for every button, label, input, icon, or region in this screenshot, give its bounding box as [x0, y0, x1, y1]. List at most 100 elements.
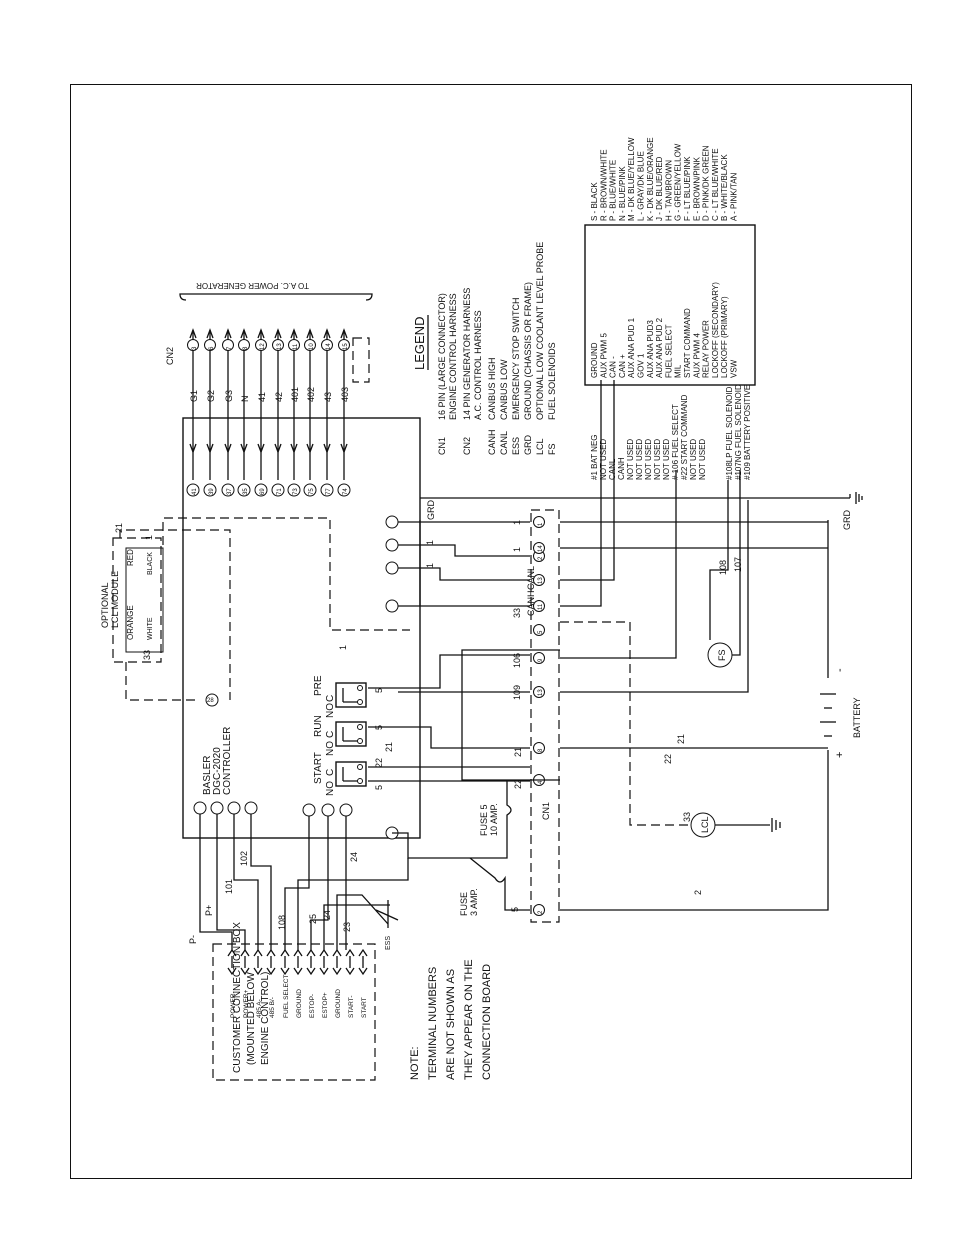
cn1-pin — [533, 652, 545, 664]
legend-code: GRD — [523, 435, 533, 456]
note-title: NOTE: — [409, 1046, 421, 1080]
legend-desc: ENGINE CONTROL HARNESS — [448, 293, 458, 420]
note: NOTE: TERMINAL NUMBERS ARE NOT SHOWN AS … — [409, 959, 493, 1080]
note-line-1: TERMINAL NUMBERS — [427, 967, 439, 1080]
pin-function: AUX ANA PUD3 — [646, 320, 655, 378]
svg-text:28: 28 — [207, 698, 214, 704]
cn2-wire-label: 41 — [257, 392, 267, 402]
pin-function: AUX PWM 4 — [692, 333, 701, 378]
pin-function: FUEL SELECT — [664, 324, 673, 378]
pin-function: GOV 1 — [637, 353, 646, 378]
legend-desc: FUEL SOLENOIDS — [547, 342, 557, 420]
fuse-3: FUSE 3 AMP. — [459, 857, 506, 916]
controller-terminal — [203, 483, 217, 497]
cn1-pin-number: 1 — [538, 522, 544, 526]
controller-terminal-number: 37 — [227, 488, 233, 495]
cn2-pin-number: 12 — [260, 343, 266, 350]
controller-label-2: DGC-2020 — [212, 747, 223, 795]
ecm-pin: #109 BATTERY POSITIVE — [743, 385, 752, 480]
lcl-module-box — [112, 537, 162, 663]
pin-color: R - BROWN/WHITE — [599, 149, 608, 221]
ecm-pin: NOT USED — [653, 439, 662, 480]
ecm-pin: NOT USED — [698, 439, 707, 480]
cn2-pin — [272, 339, 284, 351]
bottom-wires — [199, 814, 530, 950]
ecm-pin: CANL — [608, 458, 617, 480]
legend-code: ESS — [511, 437, 521, 455]
customer-terminal-label: GROUND — [335, 989, 342, 1018]
lcl-module-title-1: OPTIONAL — [100, 582, 110, 628]
customer-terminal-label: START — [361, 997, 368, 1018]
wire-number: 1 — [425, 540, 435, 545]
legend-desc: CANBUS HIGH — [487, 357, 497, 420]
relay-run: C NO RUN 5 — [313, 715, 384, 756]
cn2-pin-number: 7 — [227, 346, 233, 350]
cn1-pin — [533, 624, 545, 636]
wire-number: 5 — [510, 907, 520, 912]
ecm-pin: CANH — [617, 457, 626, 480]
wire-number: 21 — [676, 734, 686, 744]
svg-text:1: 1 — [144, 535, 154, 540]
legend-code: CANL — [499, 431, 509, 455]
controller-terminal-number: 41 — [192, 488, 198, 495]
wire-number: 21 — [384, 742, 394, 752]
svg-text:C: C — [325, 731, 336, 738]
controller-terminal — [221, 483, 235, 497]
canh-label: CANH — [526, 590, 536, 616]
relay-pre: C NO PRE 5 — [313, 675, 384, 718]
controller-terminal — [287, 483, 301, 497]
svg-text:BLACK: BLACK — [147, 552, 154, 575]
generator-label: TO A.C. POWER GENERATOR — [196, 281, 309, 290]
ecm-pin: NOT USED — [599, 439, 608, 480]
cn2-pin-number: 3 — [192, 346, 198, 350]
controller-terminal-number: 35 — [243, 488, 249, 495]
cn2-wire-label: 401 — [290, 387, 300, 402]
cn2-wire-label: G1 — [189, 390, 199, 402]
ecm-pin: NOT USED — [626, 439, 635, 480]
cn2-wire-label: 403 — [340, 387, 350, 402]
wire-number: 1 — [425, 563, 435, 568]
svg-text:+: + — [834, 752, 846, 758]
wire-number: 22 — [513, 779, 523, 789]
cn2-pin — [238, 339, 250, 351]
cn2-pin-number: 13 — [277, 343, 283, 350]
cn2-pin — [222, 339, 234, 351]
relay-start-label: START — [313, 752, 324, 784]
cn1-connector — [530, 509, 560, 923]
svg-text:ORANGE: ORANGE — [126, 605, 135, 640]
customer-box-title-3: ENGINE CONTROL) — [260, 972, 271, 1065]
generator-brace — [179, 293, 373, 301]
customer-terminal-label: ESTOP+ — [322, 992, 329, 1018]
pin-function: AUX PWM 5 — [599, 333, 608, 378]
legend-code: LCL — [535, 438, 545, 455]
wire-number: 106 — [512, 653, 522, 668]
cn2-pin — [255, 339, 267, 351]
legend-code: CN2 — [462, 437, 472, 455]
controller-terminal — [254, 483, 268, 497]
cn2-label: CN2 — [165, 347, 175, 365]
cn2-pin-number: 8 — [243, 346, 249, 350]
svg-text:FUSE: FUSE — [459, 892, 469, 916]
legend-desc: 16 PIN (LARGE CONNECTOR) — [437, 293, 447, 420]
ecm-pin: #22 START COMMAND — [680, 394, 689, 480]
legend-desc: OPTIONAL LOW COOLANT LEVEL PROBE — [535, 242, 545, 420]
cn2-wire-label: G2 — [206, 390, 216, 402]
svg-text:3 AMP.: 3 AMP. — [469, 888, 479, 916]
cn1-pin — [533, 600, 545, 612]
customer-terminal-label: ESTOP- — [309, 994, 316, 1018]
cn1-pin-number: 9 — [538, 658, 544, 662]
wire-number: 1 — [512, 547, 522, 552]
legend-title: LEGEND — [412, 317, 427, 370]
controller-terminal-number: 74 — [343, 488, 349, 495]
wire-number: 102 — [239, 851, 249, 866]
customer-terminal-label: POWER- — [230, 991, 237, 1018]
legend-code: CN1 — [437, 437, 447, 455]
svg-text:C: C — [325, 769, 336, 776]
fuel-solenoid — [707, 642, 733, 668]
lcl-probe — [690, 812, 716, 838]
svg-text:LCL: LCL — [700, 816, 710, 833]
ecm-pin: # 106 FUEL SELECT — [671, 404, 680, 480]
